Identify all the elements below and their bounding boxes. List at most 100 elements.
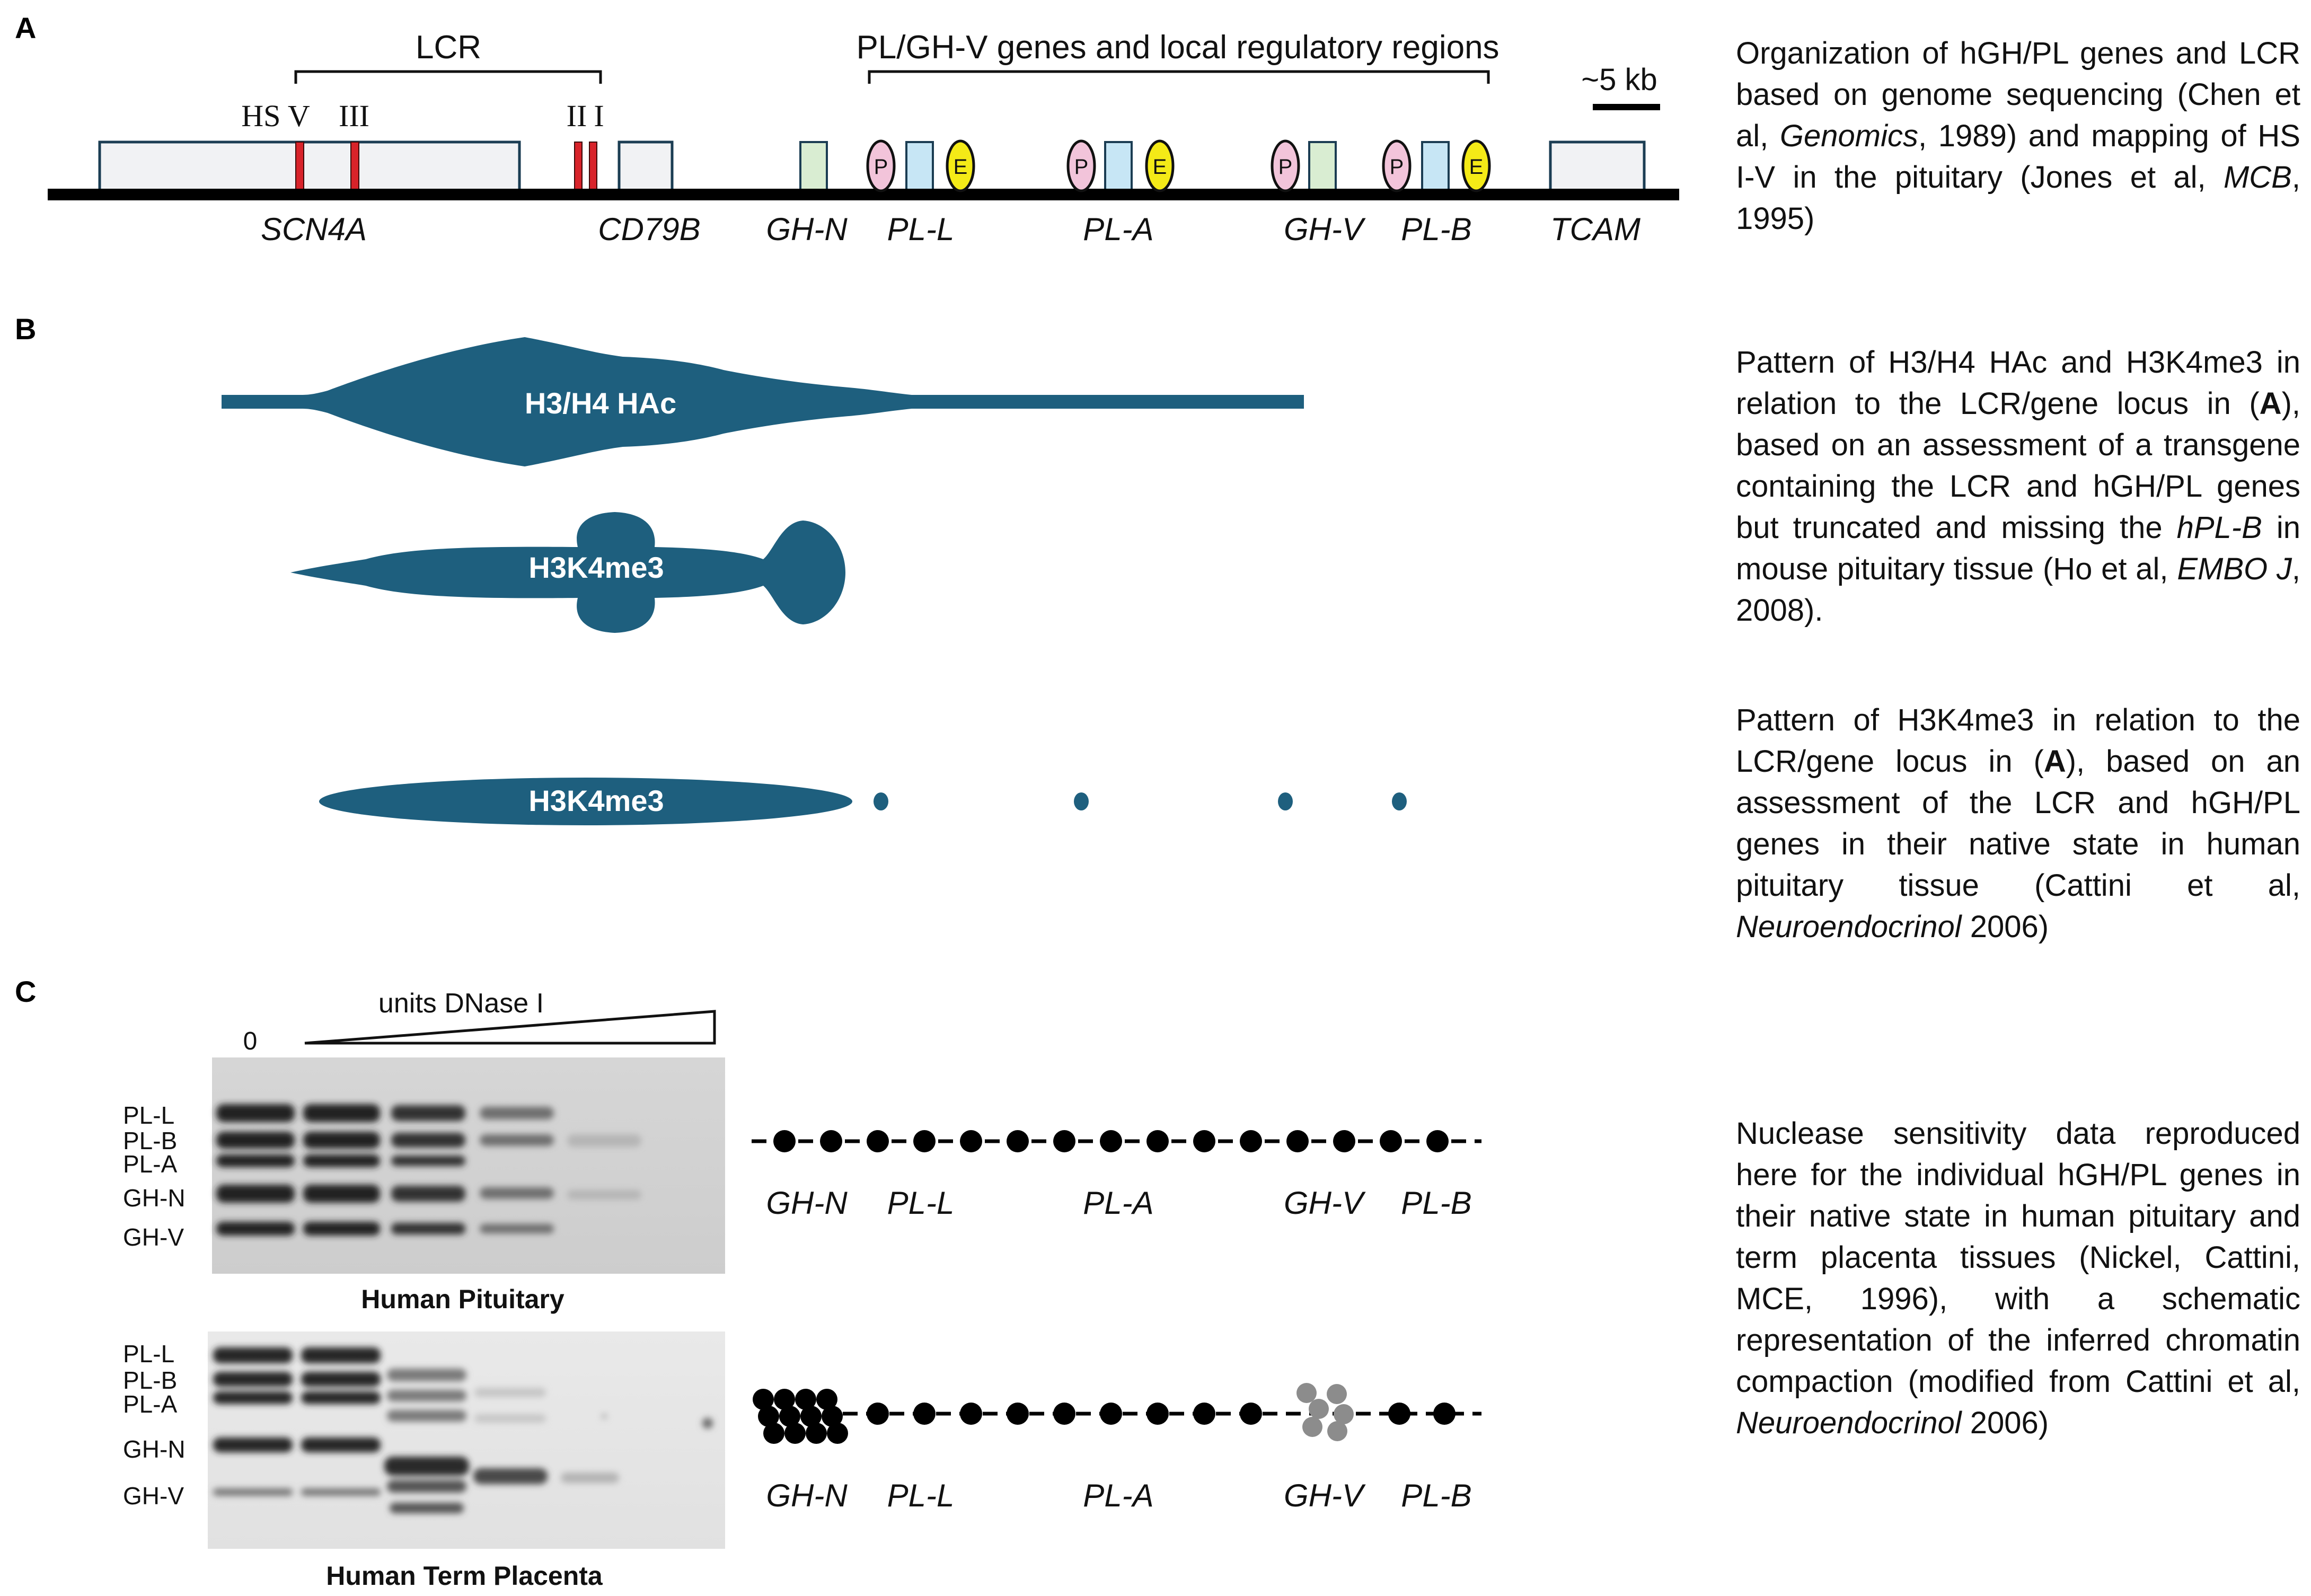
desc-journal: MCB xyxy=(2223,160,2292,195)
h3k4me3-transgene-profile xyxy=(290,512,845,633)
band-label: GH-N xyxy=(123,1184,186,1212)
chromatin-schematic-pituitary xyxy=(752,1130,1481,1152)
schematic-gene-labels-2: GH-N PL-L PL-A GH-V PL-B xyxy=(766,1478,1471,1513)
band-label: PL-B xyxy=(123,1127,177,1154)
h3k4me3-dot-pl-a xyxy=(1074,792,1089,810)
hs-sites xyxy=(295,142,597,191)
band-label: GH-V xyxy=(123,1482,184,1510)
enhancer-letter: E xyxy=(954,155,968,179)
desc-journal: Neuroendocrinol xyxy=(1736,910,1962,944)
gene-label-scn4a: SCN4A xyxy=(261,211,367,247)
pl-a-box xyxy=(1104,141,1133,192)
desc-text: , 1989) and mapping of HS I-V in the pit… xyxy=(1736,119,2300,195)
dnase-gradient-wedge xyxy=(304,1010,716,1045)
hs-i-site xyxy=(589,142,597,191)
schematic-gene-label: GH-V xyxy=(1284,1185,1366,1221)
schematic-gene-label: PL-B xyxy=(1401,1185,1471,1221)
hs-v-site xyxy=(295,142,304,191)
hs-i-label: I xyxy=(594,99,604,133)
desc-panel-ref: A xyxy=(2259,386,2282,421)
promoter-letter: P xyxy=(1278,155,1293,179)
enhancer-pl-l xyxy=(946,139,975,192)
pl-region-label: PL/GH-V genes and local regulatory regio… xyxy=(856,29,1499,66)
schematic-gene-label: PL-A xyxy=(1083,1185,1153,1221)
hs-ii-label: II xyxy=(567,99,587,133)
gene-label-pl-a: PL-A xyxy=(1083,211,1153,247)
panel-label-b: B xyxy=(15,312,36,346)
desc-text: ), based on an assessment of a transgene… xyxy=(1736,386,2300,545)
lcr-label: LCR xyxy=(416,29,481,66)
description-panel-a: Organization of hGH/PL genes and LCR bas… xyxy=(1736,33,2300,240)
chromatin-schematic-placenta xyxy=(753,1383,1481,1444)
h3k4me3-transgene-label: H3K4me3 xyxy=(528,551,664,584)
cd79b-box xyxy=(618,140,674,192)
hs-v-label: HS V xyxy=(241,99,310,133)
promoter-letter: P xyxy=(1074,155,1089,179)
panel-a: A LCR PL/GH-V genes and local regulatory… xyxy=(15,11,1679,247)
gene-label-tcam: TCAM xyxy=(1550,211,1640,247)
enhancer-letter: E xyxy=(1469,155,1484,179)
hac-profile xyxy=(222,337,1304,466)
chromosome-line xyxy=(48,189,1679,200)
promoter-group xyxy=(866,139,1412,192)
gene-label-gh-v: GH-V xyxy=(1284,211,1366,247)
schematic-gene-label: PL-A xyxy=(1083,1478,1153,1513)
band-label: PL-B xyxy=(123,1366,177,1394)
desc-text: Nuclease sensitivity data reproduced her… xyxy=(1736,1116,2300,1399)
gene-label-pl-l: PL-L xyxy=(887,211,955,247)
desc-journal: EMBO J xyxy=(2177,552,2292,586)
band-label: PL-L xyxy=(123,1340,174,1368)
gh-v-box xyxy=(1308,141,1337,192)
placenta-gel xyxy=(208,1332,725,1549)
desc-text: ), based on an assessment of the LCR and… xyxy=(1736,744,2300,903)
desc-text: Pattern of H3/H4 HAc and H3K4me3 in rela… xyxy=(1736,345,2300,421)
compacted-gh-v-cluster xyxy=(1296,1383,1354,1441)
enhancer-pl-b xyxy=(1461,139,1491,192)
enhancer-group xyxy=(946,139,1491,192)
h3k4me3-dot-pl-l xyxy=(874,792,888,810)
lcr-bracket xyxy=(294,70,602,84)
promoter-pl-b xyxy=(1382,139,1412,192)
gene-label-pl-b: PL-B xyxy=(1401,211,1471,247)
placenta-caption: Human Term Placenta xyxy=(326,1561,603,1591)
desc-text: Organization of hGH/PL genes and LCR bas… xyxy=(1736,36,2300,153)
desc-text: , 2008). xyxy=(1736,552,2300,628)
desc-gene: hPL-B xyxy=(2176,510,2262,545)
schematic-gene-label: PL-B xyxy=(1401,1478,1471,1513)
hac-profile-label: H3/H4 HAc xyxy=(525,386,676,420)
band-label: PL-A xyxy=(123,1390,178,1418)
schematic-gene-label: GH-N xyxy=(766,1478,848,1513)
pituitary-gel xyxy=(212,1057,725,1274)
enhancer-letter: E xyxy=(1153,155,1167,179)
gene-label-cd79b: CD79B xyxy=(598,211,700,247)
schematic-gene-label: GH-V xyxy=(1284,1478,1366,1513)
pl-l-box xyxy=(905,141,934,192)
h3k4me3-dot-gh-v xyxy=(1278,792,1293,810)
schematic-gene-label: PL-L xyxy=(887,1478,955,1513)
promoter-letter: P xyxy=(874,155,888,179)
h3k4me3-dot-pl-b xyxy=(1392,792,1407,810)
h3k4me3-native-dots xyxy=(874,792,1407,810)
placenta-band-labels: PL-L PL-B PL-A GH-N GH-V xyxy=(123,1340,186,1510)
dnase-label: units DNase I xyxy=(378,988,544,1019)
scale-label: ~5 kb xyxy=(1581,63,1657,97)
gh-n-box xyxy=(799,141,828,192)
panel-c: C units DNase I 0 xyxy=(15,975,1481,1591)
schematic-gene-labels-1: GH-N PL-L PL-A GH-V PL-B xyxy=(766,1185,1471,1221)
description-panel-c: Nuclease sensitivity data reproduced her… xyxy=(1736,1113,2300,1444)
pl-b-box xyxy=(1421,141,1450,192)
pl-region-bracket xyxy=(868,70,1490,84)
panel-b: B H3/H4 HAc H3K4me3 H3K4me3 xyxy=(15,312,1407,825)
h3k4me3-native-profile xyxy=(319,778,852,825)
pituitary-band-labels: PL-L PL-B PL-A GH-N GH-V xyxy=(123,1101,186,1251)
h3k4me3-native-label: H3K4me3 xyxy=(528,784,664,817)
desc-text: 2006) xyxy=(1961,910,2049,944)
desc-text: 2006) xyxy=(1961,1406,2049,1440)
gene-label-gh-n: GH-N xyxy=(766,211,848,247)
hs-iii-site xyxy=(350,142,359,191)
tcam-box xyxy=(1549,140,1646,192)
hs-ii-site xyxy=(574,142,583,191)
desc-journal: Genomics xyxy=(1779,119,1919,153)
desc-text: , 1995) xyxy=(1736,160,2300,236)
panel-label-a: A xyxy=(15,11,36,45)
